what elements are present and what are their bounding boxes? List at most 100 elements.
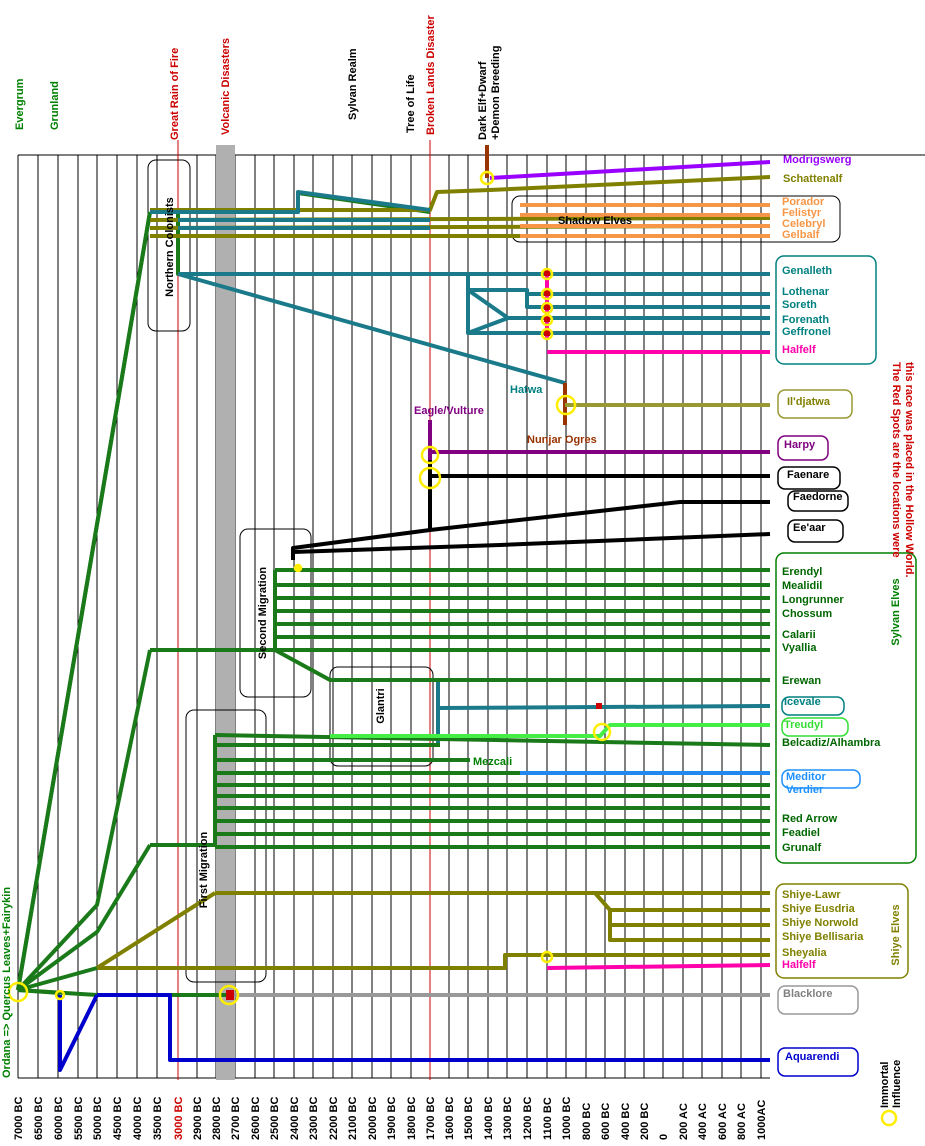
year-tick-label: 2100 BC xyxy=(347,1097,359,1140)
race-label: Felistyr xyxy=(782,207,822,219)
race-label: Schattenalf xyxy=(783,173,843,185)
second-migration-label: Second Migration xyxy=(257,567,269,660)
year-tick-label: 5000 BC xyxy=(92,1097,104,1140)
year-tick-label: 400 BC xyxy=(620,1103,632,1140)
sylvan-elves-label: Sylvan Elves xyxy=(890,578,902,645)
race-label: Shiye Eusdria xyxy=(782,903,856,915)
race-label: Chossum xyxy=(782,608,832,620)
race-label: Porador xyxy=(782,196,825,208)
race-label: Faedorne xyxy=(793,491,843,503)
red-spots-note: The Red Spots are the locations were thi… xyxy=(890,362,915,578)
year-tick-label: 3500 BC xyxy=(152,1097,164,1140)
glantri-label: Glantri xyxy=(375,688,387,723)
year-tick-label: 4000 BC xyxy=(132,1097,144,1140)
year-tick-label: 2000 BC xyxy=(367,1097,379,1140)
hatwa-label: Hatwa xyxy=(510,384,543,396)
race-label: Calarii xyxy=(782,629,816,641)
race-label: Forenath xyxy=(782,314,829,326)
year-tick-label: 600 AC xyxy=(717,1103,729,1140)
year-tick-label: 1300 BC xyxy=(502,1097,514,1140)
mezcali-label: Mezcali xyxy=(473,756,512,768)
race-label: Ee'aar xyxy=(793,522,826,534)
northern-colonists-label: Northern Colonists xyxy=(164,197,176,297)
immortal-influence-legend-marker xyxy=(880,1109,898,1127)
race-label: Grunalf xyxy=(782,842,821,854)
glantri-box xyxy=(329,666,434,767)
race-label: Icevale xyxy=(784,696,821,708)
note-line-2: this race was placed in the Hollow World… xyxy=(903,362,915,578)
year-tick-label: 800 BC xyxy=(581,1103,593,1140)
eagle-vulture-label: Eagle/Vulture xyxy=(414,405,484,417)
event-label: Evergrum xyxy=(14,78,26,130)
race-label: Halfelf xyxy=(782,959,816,971)
year-tick-label: 2500 BC xyxy=(269,1097,281,1140)
northern-colonists-box xyxy=(147,159,191,332)
year-tick-label: 400 AC xyxy=(697,1103,709,1140)
year-tick-label: 1600 BC xyxy=(444,1097,456,1140)
event-label: Sylvan Realm xyxy=(347,48,359,120)
legend: Immortal Influence xyxy=(879,1060,903,1127)
race-label: Mealidil xyxy=(782,580,822,592)
year-tick-label: 6500 BC xyxy=(33,1097,45,1140)
race-label: Celebryl xyxy=(782,218,825,230)
race-label: Genalleth xyxy=(782,265,832,277)
year-axis: 7000 BC 6500 BC 6000 BC 5500 BC 5000 BC 4500 … xyxy=(13,1097,768,1140)
year-tick-label: 200 BC xyxy=(639,1103,651,1140)
year-tick-label: 2900 BC xyxy=(192,1097,204,1140)
year-tick-label: 1000 BC xyxy=(561,1097,573,1140)
race-label: Vyallia xyxy=(782,642,817,654)
race-label: Geffronel xyxy=(782,326,831,338)
race-label: Faenare xyxy=(787,469,829,481)
race-label: Treudyl xyxy=(784,719,823,731)
race-label: Erewan xyxy=(782,675,821,687)
red-spots xyxy=(226,270,602,1000)
race-label: Sheyalia xyxy=(782,947,828,959)
race-label: Belcadiz/Alhambra xyxy=(782,737,881,749)
year-tick-label: 600 BC xyxy=(600,1103,612,1140)
year-tick-label: 0 xyxy=(658,1134,670,1140)
year-tick-label: 2300 BC xyxy=(308,1097,320,1140)
lineage-lines xyxy=(16,145,771,1072)
year-tick-label: 1100 BC xyxy=(542,1097,554,1140)
immortal-influence-markers xyxy=(7,170,612,1006)
race-group-boxes xyxy=(775,255,917,1077)
race-label: Shiye-Lawr xyxy=(782,889,841,901)
first-migration-label: First Migration xyxy=(198,832,210,909)
race-label: Soreth xyxy=(782,299,817,311)
race-label: Harpy xyxy=(784,439,816,451)
race-label: Verdier xyxy=(786,784,824,796)
race-label: Shiye Bellisaria xyxy=(782,931,864,943)
year-tick-label: 7000 BC xyxy=(13,1097,25,1140)
event-label: Great Rain of Fire xyxy=(169,48,181,140)
year-tick-label: 1000AC xyxy=(756,1100,768,1140)
event-label: Tree of Life xyxy=(405,74,417,133)
race-labels: ModrigswergSchattenalfPoradorFelistyrCel… xyxy=(782,154,881,1063)
year-tick-label: 1700 BC xyxy=(425,1097,437,1140)
year-tick-label: 1900 BC xyxy=(386,1097,398,1140)
event-label: +Demon Breeding xyxy=(490,46,502,140)
race-label: Lothenar xyxy=(782,286,830,298)
year-tick-label: 6000 BC xyxy=(53,1097,65,1140)
race-label: Longrunner xyxy=(782,594,844,606)
year-tick-label: 3000 BC xyxy=(173,1097,185,1140)
year-tick-label: 2600 BC xyxy=(250,1097,262,1140)
year-tick-label: 1200 BC xyxy=(522,1097,534,1140)
race-label: Erendyl xyxy=(782,566,822,578)
origin-label: Ordana => Quercus Leaves+Fairykin xyxy=(1,887,13,1078)
inline-labels: Shadow Elves Hatwa Eagle/Vulture Nunjar … xyxy=(1,197,902,1078)
event-label: Dark Elf+Dwarf xyxy=(477,61,489,140)
year-tick-label: 1800 BC xyxy=(406,1097,418,1140)
shiye-elves-label: Shiye Elves xyxy=(890,904,902,965)
year-tick-label: 2200 BC xyxy=(328,1097,340,1140)
year-tick-label: 5500 BC xyxy=(73,1097,85,1140)
year-tick-label: 800 AC xyxy=(736,1103,748,1140)
year-tick-label: 4500 BC xyxy=(112,1097,124,1140)
race-label: Aquarendi xyxy=(785,1051,839,1063)
event-label: Broken Lands Disaster xyxy=(425,14,437,135)
legend-line-1: Immortal xyxy=(879,1062,891,1108)
race-label: Halfelf xyxy=(782,344,816,356)
year-tick-label: 2700 BC xyxy=(230,1097,242,1140)
event-label: Grunland xyxy=(49,81,61,130)
